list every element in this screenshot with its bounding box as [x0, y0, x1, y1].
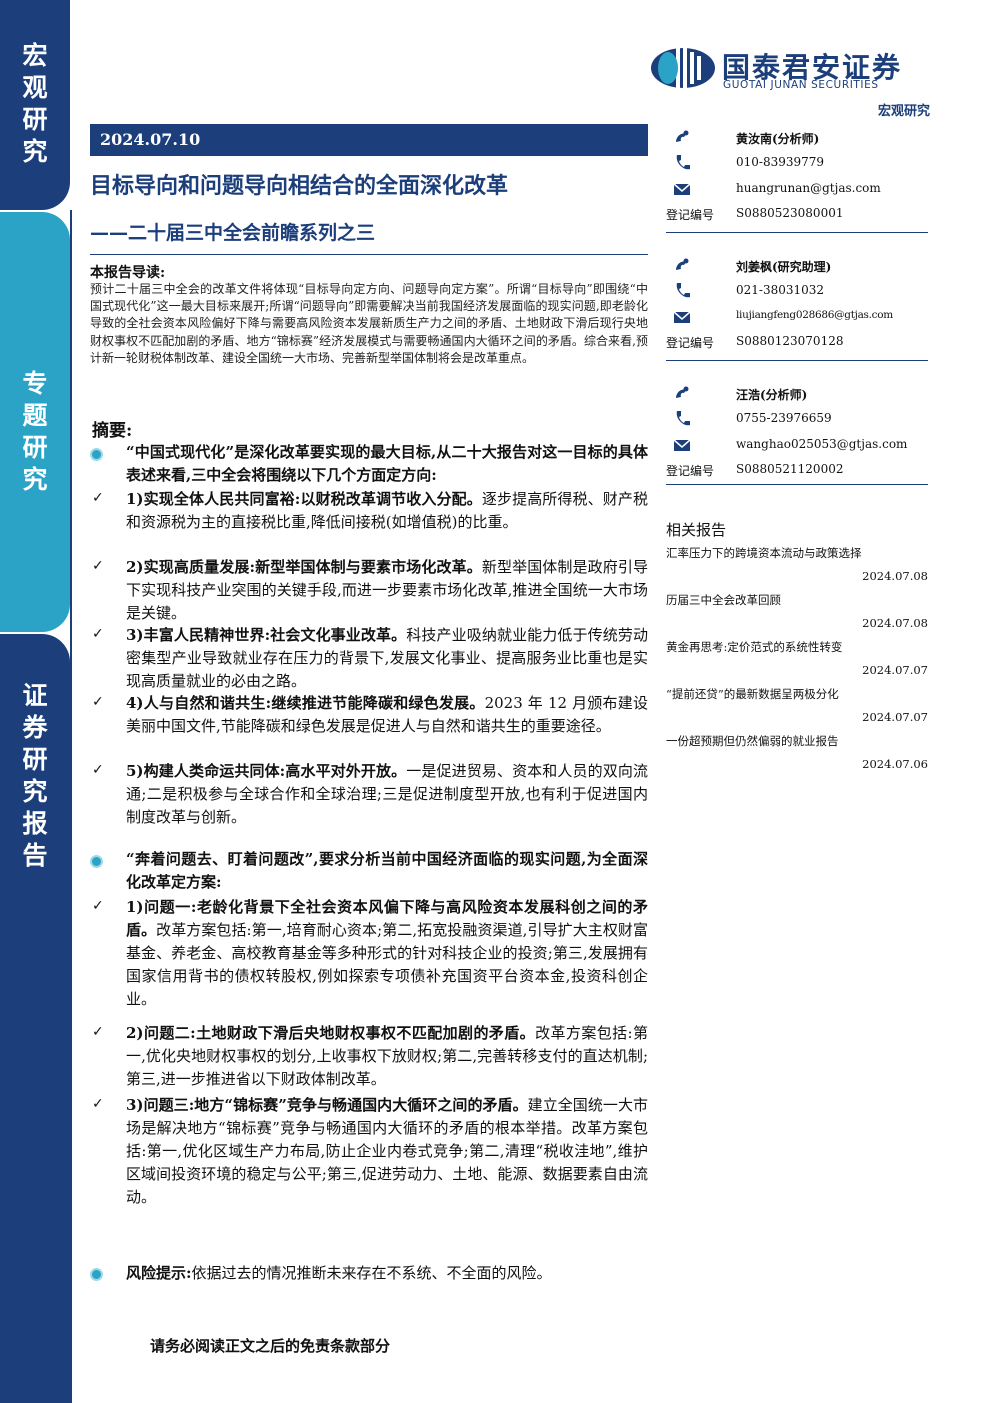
analyst-reg-label: 登记编号 — [666, 464, 715, 478]
related-report-item[interactable]: 汇率压力下的跨境资本流动与政策选择 2024.07.08 — [666, 545, 928, 583]
hand-icon — [676, 258, 689, 270]
section2-item: 3)问题三:地方“锦标赛”竞争与畅通国内大循环之间的矛盾。建立全国统一大市场是解… — [126, 1096, 648, 1206]
analyst-divider — [666, 232, 928, 233]
related-report-date: 2024.07.08 — [862, 616, 928, 630]
phone-icon — [676, 155, 690, 170]
side-label-report: 证券研究报告 — [22, 681, 48, 870]
analyst-phone: 010-83939779 — [736, 155, 825, 169]
related-report-title[interactable]: 汇率压力下的跨境资本流动与政策选择 — [666, 546, 862, 560]
section1-item: 3)丰富人民精神世界:社会文化事业改革。科技产业吸纳就业能力低于传统劳动密集型产… — [126, 626, 648, 690]
side-label-special: 专题研究 — [22, 369, 48, 494]
analyst-name: 黄汝南(分析师) — [736, 132, 820, 146]
guide-text: 预计二十届三中全会的改革文件将体现“目标导向定方向、问题导向定方案”。所谓“目标… — [90, 282, 648, 365]
section2-lead: “奔着问题去、盯着问题改”,要求分析当前中国经济面临的现实问题,为全面深化改革定… — [126, 850, 648, 891]
side-band-macro — [0, 0, 70, 210]
bullet-dot-icon — [90, 855, 103, 868]
phone-icon — [676, 411, 690, 426]
analyst-phone: 0755-23976659 — [736, 411, 832, 425]
logo-mark-icon — [651, 48, 715, 88]
related-report-date: 2024.07.06 — [862, 757, 928, 771]
section1-item: 2)实现高质量发展:新型举国体制与要素市场化改革。新型举国体制是政府引导下实现科… — [126, 558, 648, 622]
mail-icon — [673, 311, 691, 323]
analyst-name: 刘姜枫(研究助理) — [736, 260, 832, 274]
mail-icon — [673, 439, 691, 451]
section2-item: 1)问题一:老龄化背景下全社会资本风偏下降与高风险资本发展科创之间的矛盾。改革方… — [126, 898, 648, 1008]
check-icon: ✓ — [92, 694, 104, 710]
related-report-title[interactable]: 历届三中全会改革回顾 — [666, 593, 781, 607]
related-report-item[interactable]: 黄金再思考:定价范式的系统性转变 2024.07.07 — [666, 639, 928, 677]
report-title: 目标导向和问题导向相结合的全面深化改革 — [90, 174, 509, 199]
hand-icon — [676, 386, 689, 398]
side-band-special — [0, 212, 70, 632]
section2-item: 2)问题二:土地财政下滑后央地财权事权不匹配加剧的矛盾。改革方案包括:第一,优化… — [126, 1024, 649, 1088]
company-logo: 国泰君安证券 GUOTAI JUNAN SECURITIES — [650, 46, 940, 91]
related-report-date: 2024.07.08 — [862, 569, 928, 583]
report-subtitle: ——二十届三中全会前瞻系列之三 — [90, 222, 376, 244]
analyst-reg: S0880521120002 — [736, 462, 844, 476]
related-report-item[interactable]: 历届三中全会改革回顾 2024.07.08 — [666, 592, 928, 630]
check-icon: ✓ — [92, 626, 104, 642]
side-label-macro: 宏观研究 — [22, 41, 48, 166]
analyst-reg: S0880123070128 — [736, 334, 844, 348]
bullet-dot-icon — [90, 1268, 103, 1281]
related-report-date: 2024.07.07 — [862, 663, 928, 677]
check-icon: ✓ — [92, 762, 104, 778]
analyst-email[interactable]: liujiangfeng028686@gtjas.com — [736, 309, 893, 321]
check-icon: ✓ — [92, 558, 104, 574]
logo-chinese-name: 国泰君安证券 — [722, 51, 903, 84]
phone-icon — [676, 283, 690, 298]
section1-lead: “中国式现代化”是深化改革要实现的最大目标,从二十大报告对这一目标的具体表述来看… — [126, 443, 648, 484]
hand-icon — [676, 130, 689, 142]
analyst-reg-label: 登记编号 — [666, 336, 715, 350]
analyst-divider — [666, 360, 928, 361]
side-divider — [70, 634, 72, 1403]
check-icon: ✓ — [92, 1096, 104, 1112]
section1-item: 5)构建人类命运共同体:高水平对外开放。一是促进贸易、资本和人员的双向流通;二是… — [126, 762, 648, 826]
related-report-item[interactable]: 一份超预期但仍然偏弱的就业报告 2024.07.06 — [666, 733, 928, 771]
side-band-report — [0, 634, 70, 1403]
report-date: 2024.07.10 — [90, 124, 648, 156]
analyst-name: 汪浩(分析师) — [736, 388, 808, 402]
guide-heading: 本报告导读: — [90, 265, 166, 281]
check-icon: ✓ — [92, 898, 104, 914]
related-report-title[interactable]: “提前还贷”的最新数据呈两极分化 — [666, 687, 839, 701]
analyst-reg: S0880523080001 — [736, 206, 844, 220]
related-report-item[interactable]: “提前还贷”的最新数据呈两极分化 2024.07.07 — [666, 686, 928, 724]
related-report-title[interactable]: 黄金再思考:定价范式的系统性转变 — [666, 640, 843, 654]
logo-english-name: GUOTAI JUNAN SECURITIES — [723, 79, 879, 91]
check-icon: ✓ — [92, 1024, 104, 1040]
related-report-title[interactable]: 一份超预期但仍然偏弱的就业报告 — [666, 734, 839, 748]
analyst-phone: 021-38031032 — [736, 283, 825, 297]
disclaimer-note: 请务必阅读正文之后的免责条款部分 — [150, 1337, 391, 1355]
analyst-email[interactable]: huangrunan@gtjas.com — [736, 181, 881, 195]
title-divider — [90, 254, 648, 255]
check-icon: ✓ — [92, 490, 104, 506]
summary-heading: 摘要: — [92, 421, 133, 441]
analyst-divider — [666, 484, 928, 485]
analyst-email[interactable]: wanghao025053@gtjas.com — [736, 437, 908, 451]
section1-item: 4)人与自然和谐共生:继续推进节能降碳和绿色发展。2023 年 12 月颁布建设… — [126, 694, 648, 735]
bullet-dot-icon — [90, 448, 103, 461]
category-tag: 宏观研究 — [877, 104, 930, 119]
risk-note: 风险提示:依据过去的情况推断未来存在不系统、不全面的风险。 — [126, 1264, 552, 1282]
side-divider — [70, 210, 72, 635]
related-report-date: 2024.07.07 — [862, 710, 928, 724]
section1-item: 1)实现全体人民共同富裕:以财税改革调节收入分配。逐步提高所得税、财产税和资源税… — [126, 490, 648, 531]
mail-icon — [673, 183, 691, 195]
analyst-reg-label: 登记编号 — [666, 208, 715, 222]
related-reports-heading: 相关报告 — [666, 521, 727, 539]
